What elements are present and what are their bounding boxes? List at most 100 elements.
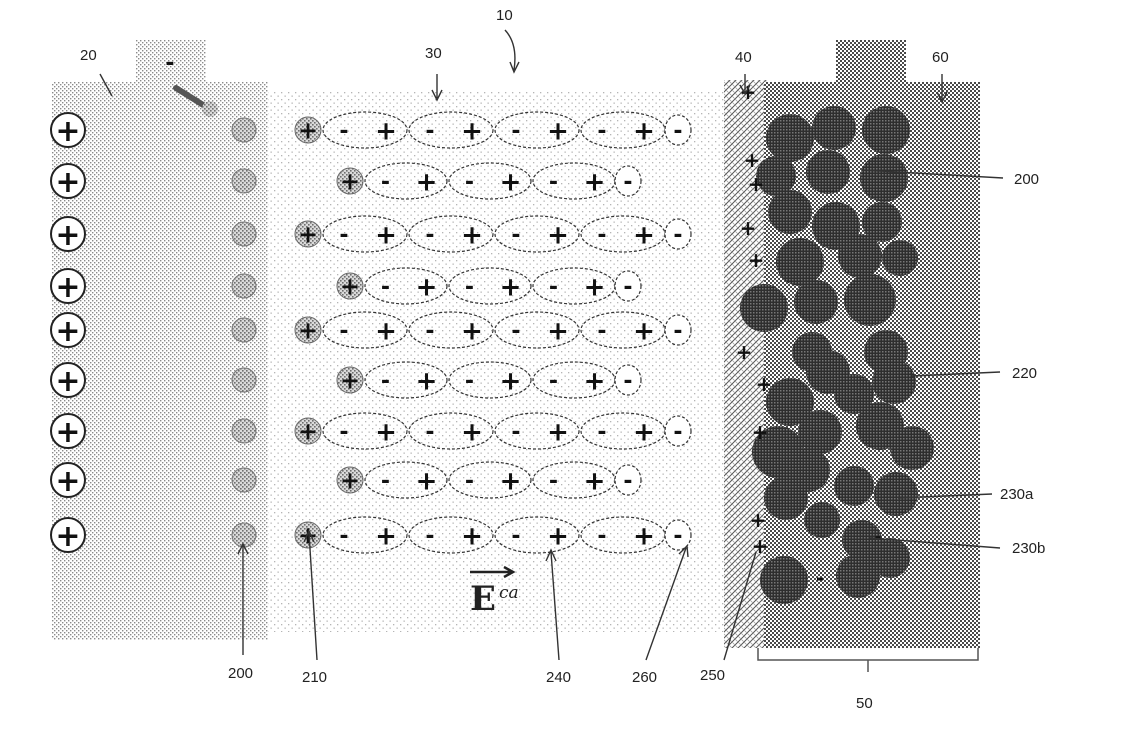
cation-sign: + xyxy=(298,418,318,446)
cathode-particle xyxy=(812,106,856,150)
dipole-plus: + xyxy=(375,417,397,447)
interlayer-plus-sign: + xyxy=(756,372,773,396)
dipole-minus: - xyxy=(549,275,558,300)
anion-sign: - xyxy=(623,369,632,394)
dipole-plus: + xyxy=(633,220,655,250)
interface-ion xyxy=(232,169,256,193)
positive-charge-sign: + xyxy=(55,519,80,554)
dipole-plus: + xyxy=(375,116,397,146)
dipole-plus: + xyxy=(461,116,483,146)
cathode-particle xyxy=(890,426,934,470)
dipole-plus: + xyxy=(633,116,655,146)
cathode-particle xyxy=(874,472,918,516)
interlayer-plus-sign: + xyxy=(744,148,761,172)
interlayer-plus-sign: + xyxy=(748,248,765,272)
dipole-minus: - xyxy=(549,170,558,195)
left-positive-charges: +++++++++ xyxy=(51,113,85,554)
interface-ion xyxy=(232,419,256,443)
interface-ion xyxy=(232,118,256,142)
label-60: 60 xyxy=(932,49,949,66)
dipole-plus: + xyxy=(584,167,606,197)
dipole-plus: + xyxy=(547,316,569,346)
label-50: 50 xyxy=(856,695,873,712)
dipole-minus: - xyxy=(465,170,474,195)
dipole-minus: - xyxy=(511,319,520,344)
terminal-connector-end xyxy=(202,101,218,117)
dipole-minus: - xyxy=(381,369,390,394)
positive-charge-sign: + xyxy=(55,364,80,399)
dipole-minus: - xyxy=(339,223,348,248)
positive-charge-sign: + xyxy=(55,314,80,349)
interlayer-plus-sign: + xyxy=(748,172,765,196)
dipole-minus: - xyxy=(381,170,390,195)
interface-ion xyxy=(232,274,256,298)
dipole-plus: + xyxy=(416,167,438,197)
label-250: 250 xyxy=(700,667,725,684)
dipole-plus: + xyxy=(633,521,655,551)
label-230b: 230b xyxy=(1012,540,1045,557)
interlayer-plus-sign: + xyxy=(736,340,753,364)
interface-ion xyxy=(232,523,256,547)
dipole-minus: - xyxy=(597,420,606,445)
dipole-minus: - xyxy=(549,469,558,494)
interlayer-plus-sign: + xyxy=(740,216,757,240)
dipole-plus: + xyxy=(500,466,522,496)
interface-ion xyxy=(232,222,256,246)
dipole-plus: + xyxy=(584,272,606,302)
dipole-plus: + xyxy=(375,220,397,250)
dipole-minus: - xyxy=(381,469,390,494)
interface-ion xyxy=(232,318,256,342)
anion-sign: - xyxy=(673,319,682,344)
dipole-minus: - xyxy=(511,420,520,445)
cathode-particle xyxy=(836,554,880,598)
cathode-particle xyxy=(766,114,814,162)
label-220: 220 xyxy=(1012,365,1037,382)
positive-charge-sign: + xyxy=(55,464,80,499)
cathode-particle xyxy=(862,106,910,154)
cathode-particle xyxy=(760,556,808,604)
dipole-plus: + xyxy=(461,521,483,551)
interlayer-plus-sign: + xyxy=(752,420,769,444)
dipole-plus: + xyxy=(547,521,569,551)
dipole-plus: + xyxy=(633,316,655,346)
label-200-right: 200 xyxy=(1014,171,1039,188)
cathode-bracket xyxy=(758,648,978,672)
interface-ion xyxy=(232,368,256,392)
dipole-plus: + xyxy=(547,116,569,146)
interlayer-plus-sign: + xyxy=(750,508,767,532)
cation-sign: + xyxy=(298,522,318,550)
cathode-particle xyxy=(776,238,824,286)
dipole-minus: - xyxy=(339,420,348,445)
label-210: 210 xyxy=(302,669,327,686)
dipole-plus: + xyxy=(500,167,522,197)
anion-sign: - xyxy=(623,469,632,494)
dipole-minus: - xyxy=(425,223,434,248)
cathode-particle xyxy=(806,150,850,194)
label-30: 30 xyxy=(425,45,442,62)
dipole-minus: - xyxy=(511,223,520,248)
cation-sign: + xyxy=(340,467,360,495)
label-260: 260 xyxy=(632,669,657,686)
dipole-minus: - xyxy=(425,319,434,344)
cathode-particle xyxy=(844,274,896,326)
dipole-minus: - xyxy=(465,275,474,300)
dipole-plus: + xyxy=(416,466,438,496)
dipole-minus: - xyxy=(465,469,474,494)
anion-sign: - xyxy=(673,119,682,144)
dipole-minus: - xyxy=(511,119,520,144)
dipole-plus: + xyxy=(375,521,397,551)
dipole-plus: + xyxy=(375,316,397,346)
dipole-plus: + xyxy=(500,272,522,302)
dipole-plus: + xyxy=(461,417,483,447)
dipole-minus: - xyxy=(425,119,434,144)
cathode-particle xyxy=(804,502,840,538)
positive-charge-sign: + xyxy=(55,415,80,450)
terminal-minus-sign: - xyxy=(165,51,174,76)
field-superscript: ca xyxy=(499,583,519,603)
dipole-minus: - xyxy=(339,119,348,144)
dipole-plus: + xyxy=(461,220,483,250)
cation-sign: + xyxy=(298,317,318,345)
dipole-minus: - xyxy=(597,119,606,144)
cathode-particle xyxy=(838,234,882,278)
